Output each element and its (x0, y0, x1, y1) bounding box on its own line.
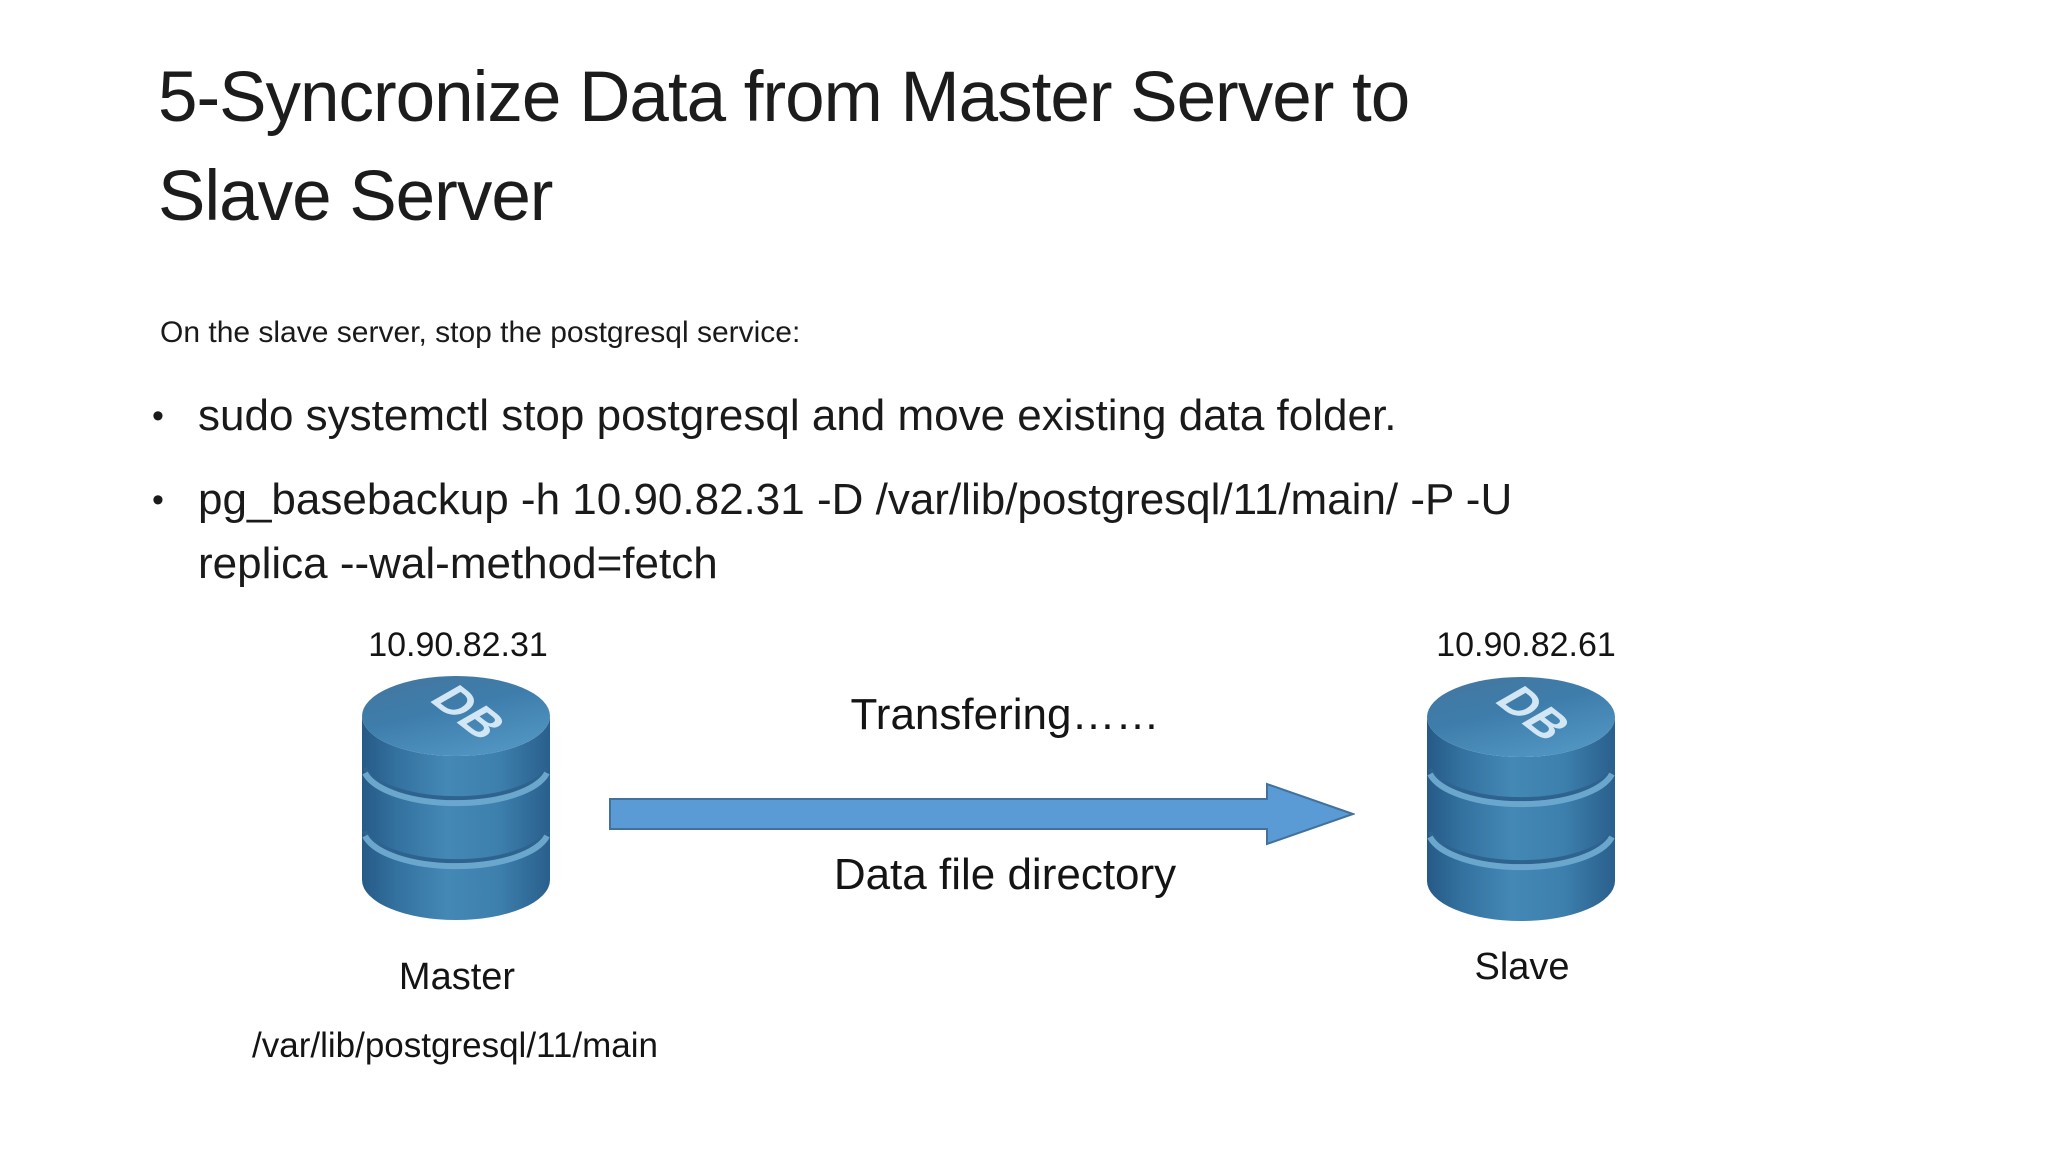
slide-title: 5-Syncronize Data from Master Server to … (158, 58, 1410, 236)
bullet-text: pg_basebackup -h 10.90.82.31 -D /var/lib… (198, 475, 1513, 588)
master-ip-label: 10.90.82.31 (368, 626, 548, 664)
transfer-arrow-icon (609, 782, 1355, 846)
master-database-cylinder-icon: DB (362, 676, 550, 920)
slave-label: Slave (1474, 946, 1570, 988)
slave-database-cylinder-icon: DB (1427, 677, 1615, 921)
transfer-status-label: Transfering…… (850, 690, 1160, 739)
bullet-marker-icon: • (152, 481, 164, 519)
bullet-list: • sudo systemctl stop postgresql and mov… (152, 384, 1922, 616)
bullet-item: • sudo systemctl stop postgresql and mov… (152, 384, 1922, 448)
bullet-item: • pg_basebackup -h 10.90.82.31 -D /var/l… (152, 468, 1922, 596)
master-label: Master (398, 956, 516, 998)
master-data-path-label: /var/lib/postgresql/11/main (252, 1026, 658, 1065)
intro-text: On the slave server, stop the postgresql… (160, 316, 801, 349)
slave-ip-label: 10.90.82.61 (1436, 626, 1616, 664)
bullet-text: sudo systemctl stop postgresql and move … (198, 391, 1397, 440)
transfer-caption-label: Data file directory (833, 850, 1177, 899)
bullet-marker-icon: • (152, 397, 164, 435)
